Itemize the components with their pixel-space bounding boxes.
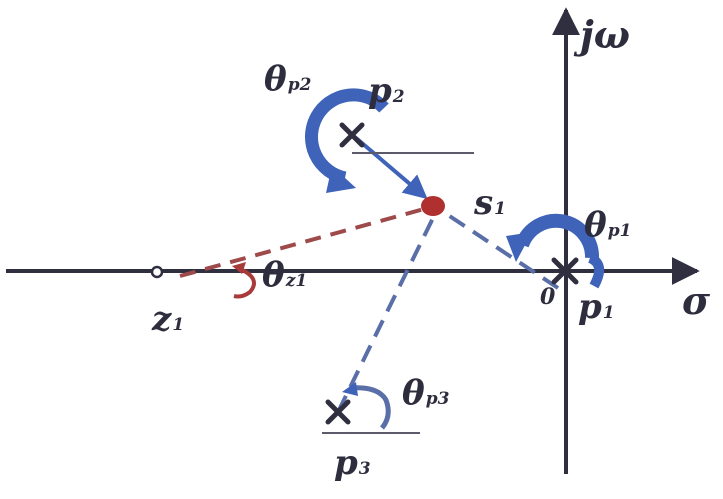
- test-point-label: s1: [474, 186, 506, 220]
- theta-p1-arrowhead: [506, 232, 532, 262]
- real-axis-label: σ: [682, 278, 711, 323]
- theta-p2-arc: [305, 88, 389, 185]
- theta-p2-arrowhead: [326, 166, 356, 193]
- theta-p3-arrowhead: [342, 382, 358, 396]
- imag-axis-label: jω: [580, 12, 630, 57]
- pole-p2-marker: [339, 122, 365, 148]
- theta-p1-label: θp1: [584, 208, 631, 242]
- theta-z1-subscript: z1: [285, 271, 308, 291]
- pole-p3-vector: [336, 215, 436, 413]
- zero-z1-symbol: z: [152, 299, 172, 339]
- theta-p1-tail: [587, 253, 605, 289]
- origin-label: 0: [540, 284, 556, 310]
- pole-p1-marker: [551, 257, 579, 285]
- pole-p3-subscript: 3: [358, 459, 371, 479]
- theta-z1-symbol: θ: [262, 255, 285, 295]
- theta-z1-arc: [233, 266, 256, 299]
- pole-p2-label: p2: [368, 74, 405, 108]
- pole-p2-vector: [354, 136, 428, 200]
- theta-p1-arc: [515, 213, 599, 259]
- pole-p1-label: p1: [578, 290, 615, 324]
- theta-p1-symbol: θ: [584, 205, 607, 245]
- theta-p2-label: θp2: [264, 62, 311, 96]
- theta-p3-subscript: p3: [425, 389, 450, 409]
- zero-z1-label: z1: [152, 302, 184, 336]
- theta-p3-label: θp3: [402, 376, 449, 410]
- pole-p3-marker: [325, 399, 351, 425]
- pole-p3-label: p3: [334, 446, 371, 480]
- test-point-subscript: 1: [494, 199, 506, 219]
- theta-p3-symbol: θ: [402, 373, 425, 413]
- theta-z1-arrowhead: [232, 262, 246, 274]
- pole-p1-symbol: p: [578, 287, 602, 327]
- test-point-s1: [421, 196, 445, 216]
- zero-z1-subscript: 1: [172, 315, 185, 335]
- pole-p2-subscript: 2: [392, 87, 405, 107]
- theta-p1-subscript: p1: [607, 221, 632, 241]
- pole-p3-symbol: p: [334, 443, 358, 483]
- theta-p2-symbol: θ: [264, 59, 287, 99]
- pole-p2-symbol: p: [368, 71, 392, 111]
- theta-z1-label: θz1: [262, 258, 307, 292]
- zero-z1-marker: [150, 265, 164, 279]
- zero-z1-vector: [179, 207, 425, 278]
- pole-p1-vector: [440, 209, 560, 290]
- theta-p3-arc: [349, 385, 391, 430]
- theta-p2-subscript: p2: [287, 75, 312, 95]
- test-point-symbol: s: [474, 183, 494, 223]
- pole-p1-subscript: 1: [602, 303, 615, 323]
